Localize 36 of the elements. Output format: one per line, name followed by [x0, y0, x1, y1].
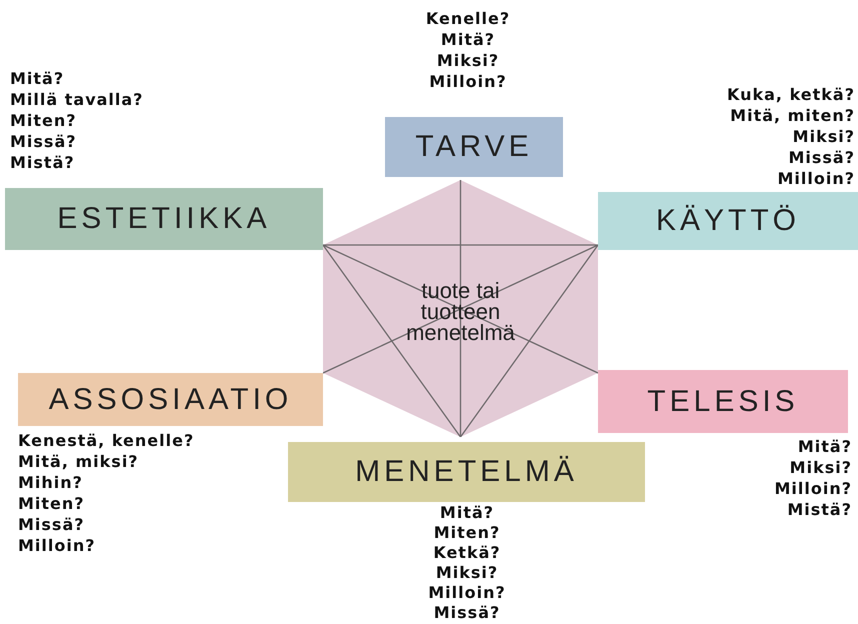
question-text: Missä?	[788, 147, 855, 168]
question-text: Miksi?	[790, 457, 852, 478]
question-text: Miten?	[18, 493, 85, 514]
category-box: KÄYTTÖ	[598, 192, 858, 250]
category-box: ESTETIIKKA	[5, 188, 323, 250]
question-text: Mistä?	[787, 499, 852, 520]
question-text: Miten?	[10, 110, 77, 131]
question-text: Miten?	[434, 523, 500, 543]
question-text: Mitä?	[798, 436, 852, 457]
question-text: Milloin?	[18, 535, 96, 556]
question-text: Miksi?	[792, 126, 855, 147]
question-text: Millä tavalla?	[10, 89, 144, 110]
category-box: TELESIS	[598, 370, 848, 433]
question-text: Milloin?	[774, 478, 852, 499]
question-text: Ketkä?	[433, 543, 501, 563]
category-box: MENETELMÄ	[288, 442, 645, 502]
question-text: Milloin?	[429, 71, 507, 92]
question-text: Mihin?	[18, 472, 83, 493]
question-text: Miksi?	[436, 50, 500, 71]
question-text: Mitä, miksi?	[18, 451, 139, 472]
question-text: Kenestä, kenelle?	[18, 430, 194, 451]
question-text: Kenelle?	[426, 8, 510, 29]
question-text: Milloin?	[777, 168, 855, 189]
question-text: Mitä?	[440, 503, 494, 523]
question-text: Miksi?	[436, 563, 498, 583]
question-text: Missä?	[18, 514, 85, 535]
category-box: TARVE	[385, 117, 563, 177]
category-box: ASSOSIAATIO	[18, 373, 323, 426]
question-text: Milloin?	[428, 583, 506, 603]
question-text: Kuka, ketkä?	[726, 84, 855, 105]
question-text: Mistä?	[10, 152, 75, 173]
question-text: Mitä?	[440, 29, 496, 50]
question-text: Mitä?	[10, 68, 64, 89]
question-text: Mitä, miten?	[730, 105, 855, 126]
question-text: Missä?	[10, 131, 77, 152]
question-text: Missä?	[434, 603, 500, 623]
